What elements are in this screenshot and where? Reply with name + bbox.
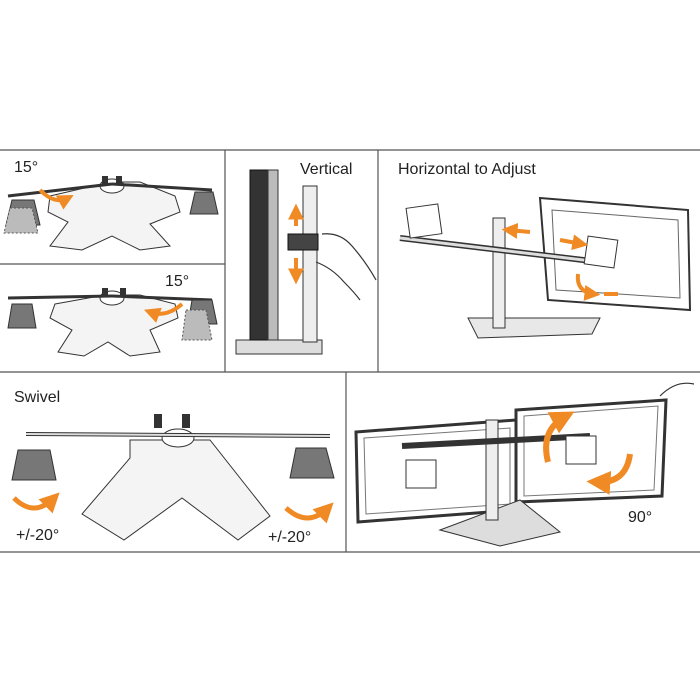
hand-outline [315,261,361,301]
knob [102,288,108,296]
swivel-left-label: +/-20° [16,527,60,544]
pole [302,185,318,343]
rotate-arrow-down-icon [586,453,633,495]
tilt-top-panel [3,176,219,251]
arm-bar-highlight [399,236,601,264]
left-arrow-icon [501,222,531,239]
knob [102,176,108,184]
right-arm [111,294,213,302]
tilt-bottom-label: 15° [165,273,190,290]
stand-base [467,317,601,339]
rotate-panel [354,382,695,547]
vertical-panel [235,169,377,355]
monitor-head-left-ghost [3,207,39,234]
swivel-title: Swivel [14,389,61,406]
vesa-plate-left [405,203,443,239]
monitor-head-left [7,303,37,329]
base-plate [81,439,271,541]
swivel-arrow-right-icon [284,502,334,524]
curve-arrow-icon [575,273,601,301]
horizontal-panel [399,196,692,339]
knob [182,414,190,428]
hand-outline [659,382,695,397]
slide-mark [604,292,618,296]
tilt-arrow-icon [144,302,184,323]
vesa-plate-right [565,435,597,465]
swivel-arrow-left-icon [12,492,60,514]
monitor-head-left [11,449,57,481]
monitor-edge [267,169,279,341]
knob [154,414,162,428]
panel-grid [0,149,700,553]
tilt-bottom-panel [7,288,218,357]
monitor-head-right-ghost [181,309,213,341]
tilt-arrow-icon [38,188,74,210]
swivel-right-label: +/-20° [268,529,312,546]
knob [116,176,122,184]
monitor-head-right [289,447,335,479]
vertical-title: Vertical [300,161,353,178]
stand-base [235,339,323,355]
vesa-plate-left [405,459,437,489]
pole-collar [161,428,195,448]
pole [492,217,506,329]
right-arm [111,182,213,192]
horizontal-title: Horizontal to Adjust [398,161,536,178]
rotate-arrow-up-icon [543,411,575,463]
tilt-top-label: 15° [14,159,39,176]
swivel-panel [11,414,335,541]
arm-bar-highlight [25,433,331,437]
right-arrow-icon [559,234,589,251]
clamp [287,233,319,251]
left-arm [7,294,113,300]
arm-bar [401,433,591,449]
hand-outline [321,233,377,281]
knob [120,288,126,296]
left-arm [7,182,113,198]
monitor-head-right [189,191,219,215]
base-plate [47,181,181,251]
pole [485,419,499,521]
rotate-label: 90° [628,509,653,526]
vesa-plate-right [583,235,619,269]
